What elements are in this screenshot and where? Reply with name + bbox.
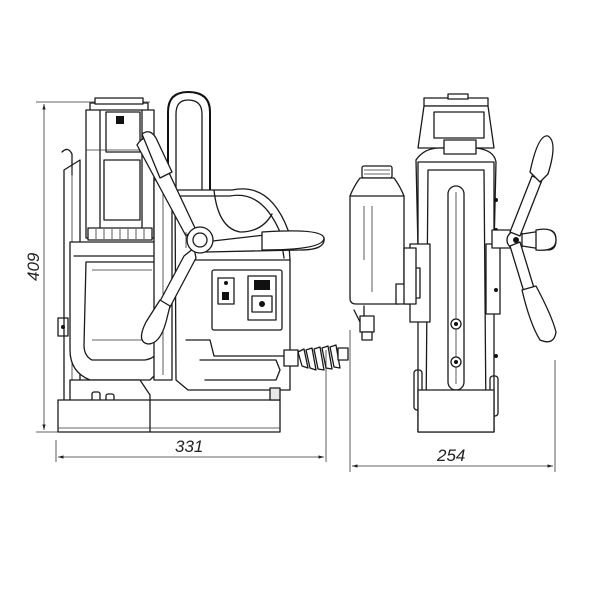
dimension-width-front: 254 bbox=[349, 330, 556, 472]
feed-handle-front bbox=[491, 135, 557, 343]
front-view bbox=[349, 93, 557, 433]
dimension-width-side: 331 bbox=[55, 350, 327, 462]
dimension-width-side-label: 331 bbox=[175, 437, 203, 456]
coolant-valve bbox=[353, 305, 375, 341]
dimension-height-label: 409 bbox=[24, 252, 43, 281]
feed-handle-side bbox=[136, 131, 325, 345]
magnetic-base bbox=[57, 399, 281, 433]
carry-handle bbox=[167, 91, 211, 205]
side-view bbox=[57, 91, 349, 433]
front-label-plate bbox=[433, 111, 485, 139]
control-panel bbox=[211, 269, 283, 331]
coolant-bottle bbox=[349, 165, 417, 305]
dimension-width-front-label: 254 bbox=[436, 446, 465, 465]
coolant-fitting bbox=[283, 344, 349, 371]
motor-vents bbox=[87, 227, 153, 241]
